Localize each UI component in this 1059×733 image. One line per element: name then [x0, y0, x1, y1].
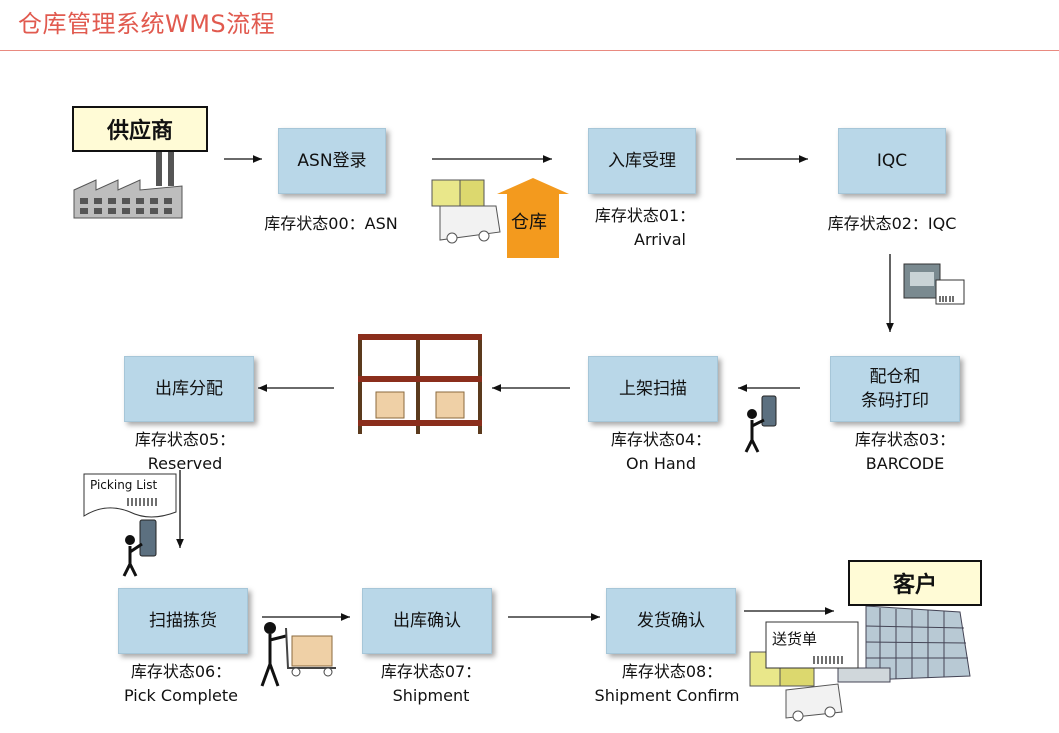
- step-confirm-status-1: 库存状态08：: [621, 662, 723, 681]
- warehouse-arrow-icon: [497, 178, 569, 258]
- step-barcode-label-2: 条码打印: [861, 391, 929, 411]
- step-receive-status-1: 库存状态01：: [594, 206, 696, 225]
- picking-list-label: Picking List: [90, 478, 158, 492]
- picker-worker-icon: [122, 519, 157, 577]
- storage-rack-icon: [358, 334, 482, 434]
- step-allocate-box: 出库分配: [124, 356, 254, 422]
- barcode-printer-icon: [903, 263, 965, 305]
- step-ship-status-1: 库存状态07：: [380, 662, 482, 681]
- step-receive-label: 入库受理: [608, 151, 676, 171]
- step-pick-box: 扫描拣货: [118, 588, 248, 654]
- step-allocate-status-1: 库存状态05：: [134, 430, 236, 449]
- step-ship-status-2: Shipment: [392, 686, 470, 705]
- step-putaway-label: 上架扫描: [619, 379, 687, 399]
- factory-icon: [73, 148, 183, 219]
- scanner-worker-icon: [744, 395, 777, 453]
- supplier-text: 供应商: [106, 119, 173, 144]
- step-putaway-status-2: On Hand: [626, 454, 696, 473]
- step-barcode-status-1: 库存状态03：: [854, 430, 956, 449]
- supplier-label: 供应商: [72, 106, 208, 152]
- step-iqc-box: IQC: [838, 128, 946, 194]
- cart-worker-icon: [260, 622, 336, 687]
- step-pick-label: 扫描拣货: [149, 611, 217, 631]
- step-receive-box: 入库受理: [588, 128, 696, 194]
- step-confirm-label: 发货确认: [637, 611, 705, 631]
- customer-label: 客户: [848, 560, 982, 606]
- step-putaway-status-1: 库存状态04：: [610, 430, 712, 449]
- outbound-truck-icon: [749, 651, 843, 722]
- step-pick-status-1: 库存状态06：: [130, 662, 232, 681]
- customer-building-icon: [837, 605, 971, 683]
- step-ship-label: 出库确认: [393, 611, 461, 631]
- step-iqc-status: 库存状态02：IQC: [827, 214, 957, 233]
- step-iqc-label: IQC: [876, 151, 908, 171]
- step-putaway-box: 上架扫描: [588, 356, 718, 422]
- delivery-note-icon: [765, 621, 859, 669]
- step-pick-status-2: Pick Complete: [124, 686, 238, 705]
- step-asn-label: ASN登录: [297, 151, 367, 171]
- delivery-note-label: 送货单: [772, 630, 818, 648]
- step-barcode-box: 配仓和 条码打印: [830, 356, 960, 422]
- step-barcode-label-1: 配仓和: [869, 367, 921, 387]
- step-allocate-label: 出库分配: [155, 379, 223, 399]
- picking-list-icon: [83, 473, 177, 518]
- title-divider: [0, 50, 1059, 51]
- page-title: 仓库管理系统WMS流程: [18, 10, 276, 38]
- step-barcode-status-2: BARCODE: [865, 454, 945, 473]
- warehouse-label: 仓库: [511, 212, 547, 233]
- step-receive-status-2: Arrival: [634, 230, 686, 249]
- step-ship-box: 出库确认: [362, 588, 492, 654]
- step-confirm-box: 发货确认: [606, 588, 736, 654]
- customer-text: 客户: [892, 573, 937, 598]
- step-asn-box: ASN登录: [278, 128, 386, 194]
- step-allocate-status-2: Reserved: [147, 454, 223, 473]
- inbound-truck-icon: [431, 179, 501, 244]
- step-asn-status: 库存状态00：ASN: [264, 214, 398, 233]
- step-confirm-status-2: Shipment Confirm: [594, 686, 740, 705]
